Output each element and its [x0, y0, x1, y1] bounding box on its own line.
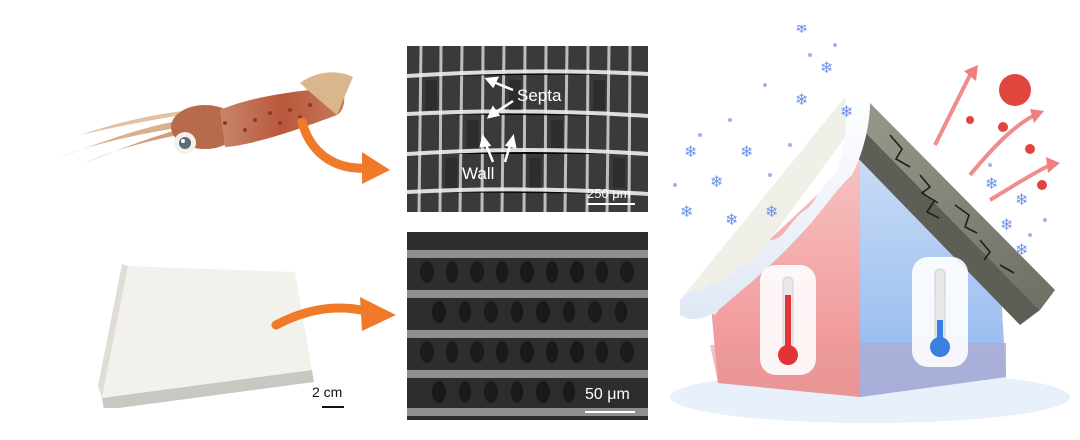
svg-text:❄: ❄	[1015, 190, 1028, 209]
svg-text:❄: ❄	[795, 25, 808, 37]
foam-scale-label: 2 cm	[312, 384, 343, 400]
svg-text:❄: ❄	[985, 174, 998, 193]
thermometer-cold	[912, 257, 968, 367]
svg-text:❄: ❄	[765, 202, 778, 221]
house-icon: ❄❄❄ ❄❄❄ ❄❄❄ ❄❄❄ ❄❄	[670, 18, 1070, 423]
svg-text:❄: ❄	[1000, 215, 1013, 234]
wall-label: Wall	[462, 164, 495, 183]
sem-bottom-scale-label: 50 μm	[585, 386, 630, 403]
svg-text:❄: ❄	[1015, 240, 1028, 259]
svg-text:❄: ❄	[840, 102, 853, 121]
svg-text:❄: ❄	[684, 142, 697, 161]
svg-text:❄: ❄	[680, 202, 693, 221]
squid-icon	[60, 72, 353, 163]
arrow-icon	[297, 117, 390, 184]
foam-scale: 2 cm	[312, 384, 362, 414]
svg-text:❄: ❄	[820, 58, 833, 77]
sem-image-top: Septa Wall 250 μm	[407, 46, 648, 212]
foam-image	[90, 258, 320, 410]
svg-text:❄: ❄	[710, 172, 723, 191]
arrow-foam-to-sem	[270, 295, 400, 345]
svg-text:❄: ❄	[725, 210, 738, 229]
sem-image-bottom: 50 μm	[407, 232, 648, 420]
sem-top-scale-label: 250 μm	[587, 186, 631, 201]
septa-label: Septa	[517, 86, 562, 105]
svg-text:❄: ❄	[795, 90, 808, 109]
arrow-squid-to-sem	[290, 117, 400, 188]
co2-label: CO₂	[1003, 107, 1023, 118]
thermometer-warm	[760, 265, 816, 375]
house-illustration: ❄❄❄ ❄❄❄ ❄❄❄ ❄❄❄ ❄❄ CO₂	[670, 18, 1070, 435]
squid-image	[55, 65, 355, 175]
svg-text:❄: ❄	[740, 142, 753, 161]
arrow-icon	[271, 297, 396, 331]
